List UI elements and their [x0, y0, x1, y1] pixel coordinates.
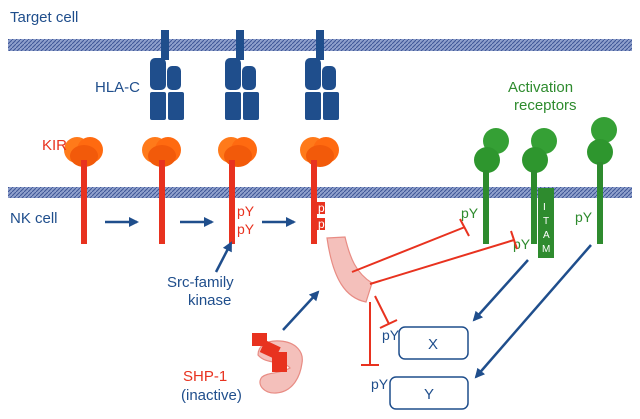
- shp1-active: [326, 236, 373, 303]
- nk-cell-membrane: [8, 187, 632, 198]
- hla-c-molecule-3: [305, 30, 339, 120]
- target-cell-label: Target cell: [10, 9, 78, 26]
- kir-receptor-1: [64, 137, 103, 244]
- kir-phospho-block-lower: [317, 218, 325, 230]
- target-y-box: [389, 376, 469, 410]
- x-py-label: pY: [382, 327, 400, 343]
- hla-c-molecule-1: [150, 30, 184, 120]
- act3-py-label: pY: [575, 209, 593, 225]
- target-x-box: [398, 326, 469, 360]
- itam-letter-4: M: [542, 244, 550, 255]
- kir-phospho-block-upper: [317, 202, 325, 214]
- kinase-label-line1: Src-family: [167, 274, 234, 291]
- act-arrow-to-y: [474, 244, 592, 379]
- target-x-label: X: [428, 336, 438, 353]
- kir4-p-upper: p: [318, 201, 325, 215]
- target-y-label: Y: [424, 386, 434, 403]
- itam-letter-1: I: [543, 202, 546, 213]
- hla-c-label: HLA-C: [95, 79, 140, 96]
- kir3-py-lower: pY: [237, 221, 255, 237]
- activation-receptor-3: [587, 117, 617, 244]
- kir-receptor-4: [300, 137, 339, 244]
- act-arrow-to-x: [472, 259, 529, 322]
- kir-label: KIR: [42, 137, 67, 154]
- kir4-p-lower: p: [318, 217, 325, 231]
- shp1-label-line1: SHP-1: [183, 368, 227, 385]
- kir-receptor-3: [218, 137, 257, 244]
- nk-cell-label: NK cell: [10, 210, 58, 227]
- act1-py-label: pY: [461, 205, 479, 221]
- shp1-activation-arrow: [282, 290, 320, 331]
- activation-label-line1: Activation: [508, 79, 573, 96]
- itam-letter-2: T: [543, 216, 549, 227]
- itam-block: [538, 188, 554, 258]
- y-py-label: pY: [371, 376, 389, 392]
- kinase-label-line2: kinase: [188, 292, 231, 309]
- itam-letter-3: A: [543, 230, 550, 241]
- inhibition-to-y: [361, 302, 379, 366]
- inhibition-to-act1: [351, 218, 470, 273]
- activation-receptor-2: [522, 128, 557, 258]
- shp1-label-line2: (inactive): [181, 387, 242, 404]
- activation-receptor-1: [474, 128, 509, 244]
- inhibition-to-x: [374, 295, 398, 329]
- shp1-inactive: [252, 333, 303, 394]
- inhibition-to-act2: [369, 230, 518, 285]
- kir-receptor-2: [142, 137, 181, 244]
- kir3-py-upper: pY: [237, 203, 255, 219]
- kinase-arrow: [214, 241, 233, 273]
- hla-c-molecule-2: [225, 30, 259, 120]
- activation-label-line2: receptors: [514, 97, 577, 114]
